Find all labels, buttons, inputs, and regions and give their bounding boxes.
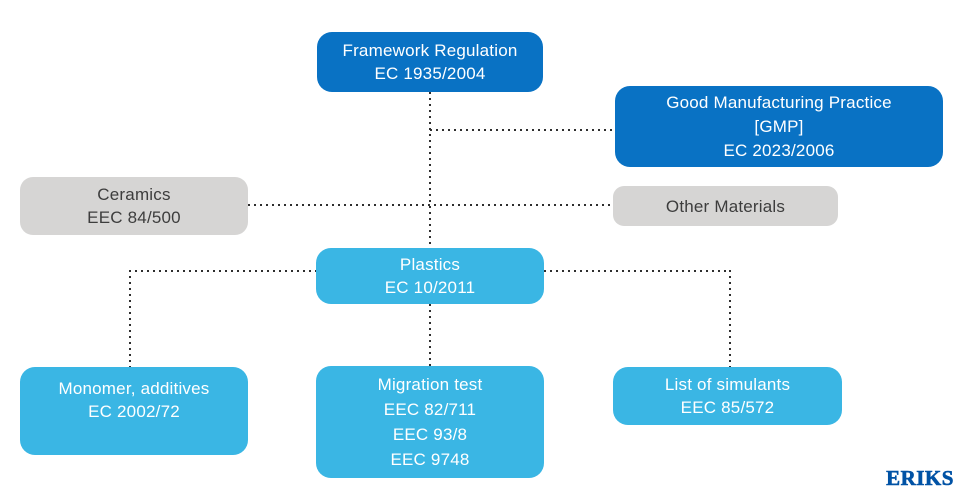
node-line: EC 1935/2004 — [374, 64, 486, 83]
node-line: Ceramics — [97, 185, 171, 204]
node-line: Framework Regulation — [342, 41, 518, 60]
node-framework-regulation: Framework Regulation EC 1935/2004 — [317, 32, 543, 92]
node-line: Migration test — [377, 375, 483, 394]
node-line: Other Materials — [665, 196, 786, 216]
node-migration-test: Migration test EEC 82/711 EEC 93/8 EEC 9… — [316, 366, 544, 478]
eriks-logo: ERIKS — [886, 466, 954, 491]
node-line: Monomer, additives — [58, 379, 210, 398]
node-ceramics: Ceramics EEC 84/500 — [20, 177, 248, 235]
node-line: EEC 82/711 — [383, 400, 477, 419]
node-line: Plastics — [399, 255, 461, 274]
node-line: EEC 93/8 — [392, 425, 468, 444]
connector-plastics-to-simulants-vertical — [729, 270, 731, 367]
node-line: EC 10/2011 — [384, 278, 476, 297]
node-list-of-simulants: List of simulants EEC 85/572 — [613, 367, 842, 425]
connector-plastics-to-monomer-horizontal — [129, 270, 316, 272]
node-monomer-additives: Monomer, additives EC 2002/72 — [20, 367, 248, 455]
node-line: EEC 9748 — [390, 450, 470, 469]
node-line: [GMP] — [754, 116, 804, 136]
node-line: EC 2023/2006 — [723, 140, 835, 160]
node-line: EEC 85/572 — [680, 398, 775, 417]
node-line: EC 2002/72 — [88, 402, 180, 421]
connector-plastics-to-monomer-vertical — [129, 270, 131, 367]
node-plastics: Plastics EC 10/2011 — [316, 248, 544, 304]
connector-framework-to-gmp — [430, 129, 615, 131]
connector-plastics-to-simulants-horizontal — [544, 270, 731, 272]
connector-framework-to-plastics — [429, 92, 431, 248]
connector-ceramics-to-other-materials — [248, 204, 613, 206]
node-good-manufacturing-practice: Good Manufacturing Practice [GMP] EC 202… — [615, 86, 943, 167]
node-line: Good Manufacturing Practice — [666, 92, 892, 112]
node-line: EEC 84/500 — [87, 208, 181, 227]
connector-plastics-to-migration-test — [429, 304, 431, 366]
node-line: List of simulants — [664, 375, 791, 394]
node-other-materials: Other Materials — [613, 186, 838, 226]
